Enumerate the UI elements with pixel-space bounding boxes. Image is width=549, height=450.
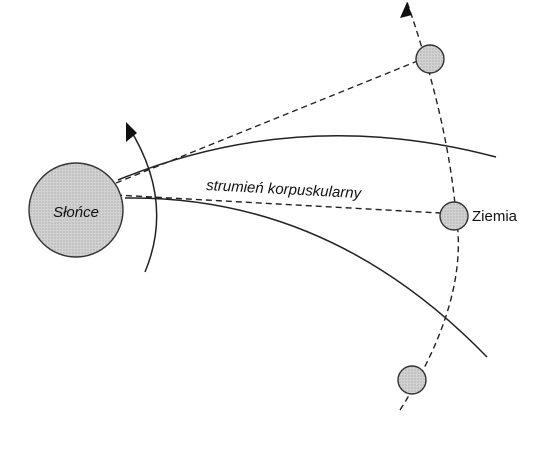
- sun-body: [28, 162, 124, 258]
- stream-line-middle: [115, 194, 441, 214]
- orbit-direction-arrow-icon: [400, 2, 412, 18]
- sun-rotation-arrow-icon: [126, 122, 137, 142]
- stream-line-upper: [115, 59, 421, 184]
- field-line-lower: [124, 197, 488, 358]
- sun-label: Słońce: [53, 204, 99, 221]
- earth-position-top: [415, 44, 445, 74]
- sun-rotation-arc: [127, 125, 158, 273]
- stream-label: strumień korpuskularny: [206, 177, 363, 202]
- earth-position-bottom: [397, 365, 427, 395]
- earth-label: Ziemia: [472, 208, 518, 225]
- field-line-upper: [117, 134, 497, 181]
- earth-position-current: [439, 201, 469, 231]
